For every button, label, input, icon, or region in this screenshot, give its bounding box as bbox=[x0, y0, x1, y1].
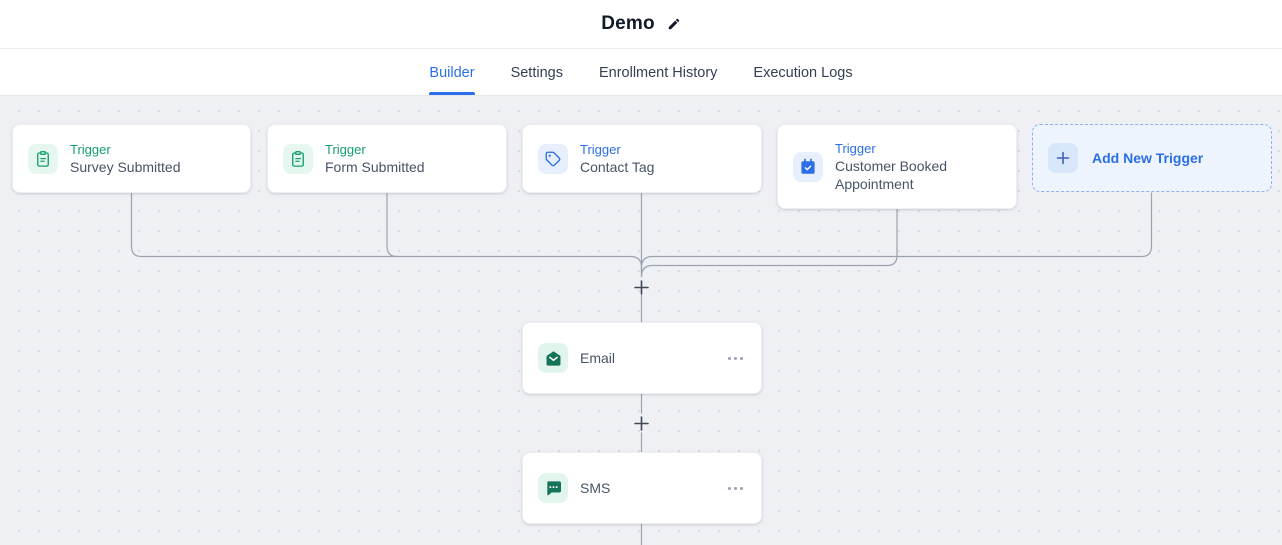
trigger-name: Contact Tag bbox=[580, 159, 655, 175]
add-new-trigger-label: Add New Trigger bbox=[1092, 150, 1204, 166]
trigger-label: Trigger bbox=[325, 142, 366, 157]
tab-enrollment-history[interactable]: Enrollment History bbox=[598, 65, 718, 81]
tab-execution-logs[interactable]: Execution Logs bbox=[753, 65, 853, 81]
clipboard-icon bbox=[283, 143, 313, 174]
trigger-name: Customer Booked Appointment bbox=[835, 158, 948, 192]
add-step-button[interactable] bbox=[634, 415, 650, 431]
sms-icon bbox=[538, 473, 568, 503]
ellipsis-icon[interactable] bbox=[728, 483, 743, 494]
trigger-name: Form Submitted bbox=[325, 159, 425, 175]
workflow-tabbar: Builder Settings Enrollment History Exec… bbox=[0, 49, 1282, 96]
trigger-name: Survey Submitted bbox=[70, 159, 181, 175]
add-new-trigger-button[interactable]: Add New Trigger bbox=[1032, 124, 1272, 192]
trigger-node-customer-booked-appointment[interactable]: Trigger Customer Booked Appointment bbox=[777, 124, 1017, 209]
calendar-check-icon bbox=[793, 151, 823, 182]
action-node-email[interactable]: Email bbox=[522, 322, 762, 394]
action-name: Email bbox=[580, 350, 616, 366]
tab-settings[interactable]: Settings bbox=[510, 65, 563, 81]
ellipsis-icon[interactable] bbox=[728, 353, 743, 364]
clipboard-icon bbox=[28, 143, 58, 174]
trigger-node-form-submitted[interactable]: Trigger Form Submitted bbox=[267, 124, 507, 193]
workflow-canvas[interactable]: Trigger Survey Submitted Trigger Form Su… bbox=[0, 96, 1282, 545]
trigger-label: Trigger bbox=[580, 142, 621, 157]
action-name: SMS bbox=[580, 480, 611, 496]
workflow-title: Demo bbox=[601, 13, 655, 34]
tab-builder[interactable]: Builder bbox=[429, 49, 475, 95]
trigger-node-contact-tag[interactable]: Trigger Contact Tag bbox=[522, 124, 762, 193]
trigger-label: Trigger bbox=[835, 141, 876, 156]
email-icon bbox=[538, 343, 568, 373]
pencil-icon[interactable] bbox=[667, 17, 681, 31]
action-node-sms[interactable]: SMS bbox=[522, 452, 762, 524]
add-step-button[interactable] bbox=[634, 279, 650, 295]
trigger-node-survey-submitted[interactable]: Trigger Survey Submitted bbox=[12, 124, 251, 193]
tag-icon bbox=[538, 143, 568, 174]
workflow-header: Demo bbox=[0, 0, 1282, 49]
trigger-label: Trigger bbox=[70, 142, 111, 157]
plus-icon bbox=[1048, 143, 1078, 173]
